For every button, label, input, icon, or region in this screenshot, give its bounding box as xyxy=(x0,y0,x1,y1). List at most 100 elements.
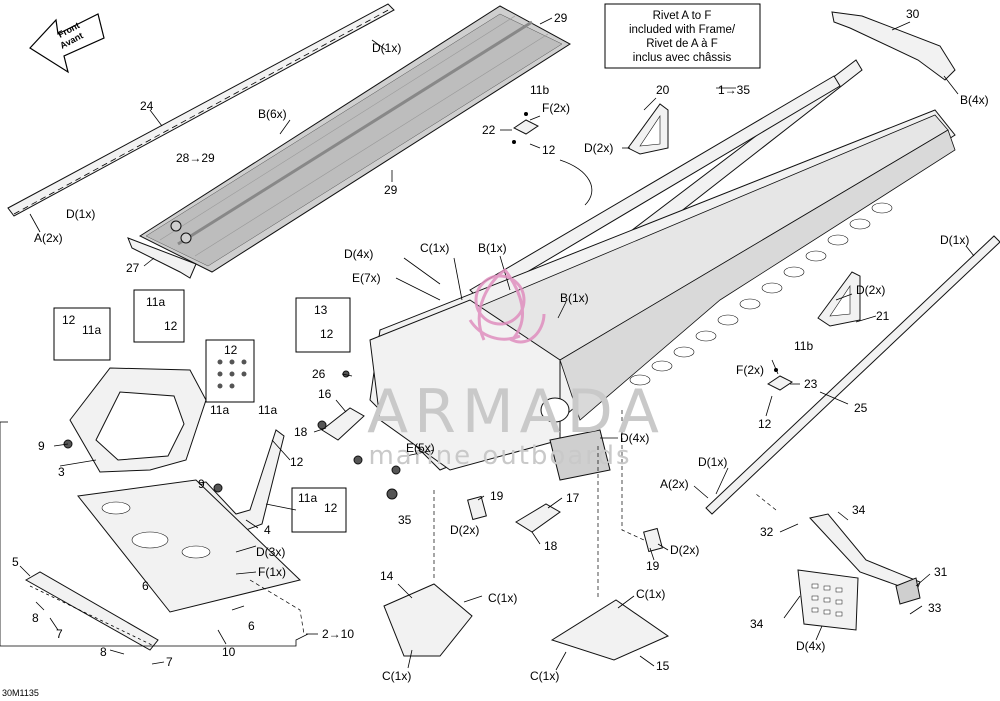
label-F2a: F(2x) xyxy=(542,101,570,115)
label-3: 3 xyxy=(58,465,65,479)
bracket-23 xyxy=(767,368,793,391)
label-23: 23 xyxy=(804,377,818,391)
label-27: 27 xyxy=(126,261,140,275)
label-12a: 12 xyxy=(542,143,556,157)
label-F1: F(1x) xyxy=(258,565,286,579)
label-35: 35 xyxy=(398,513,412,527)
label-D4b: D(4x) xyxy=(620,431,649,445)
label-8a: 8 xyxy=(32,611,39,625)
gusset-20 xyxy=(627,103,669,155)
label-18b: 18 xyxy=(544,539,558,553)
label-B6: B(6x) xyxy=(258,107,287,121)
rivet-note: Rivet A to F included with Frame/ Rivet … xyxy=(604,3,761,69)
label-14: 14 xyxy=(380,569,394,583)
label-19a: 19 xyxy=(490,489,504,503)
label-D4c: D(4x) xyxy=(796,639,825,653)
plate-19b xyxy=(643,527,663,553)
callout-labels: 29 D(1x) 24 B(6x) 28→29 29 D(1x) A(2x) 2… xyxy=(2,7,989,698)
label-7b: 7 xyxy=(166,655,173,669)
label-15: 15 xyxy=(656,659,670,673)
label-6b: 6 xyxy=(248,619,255,633)
label-11a-d: 11a xyxy=(258,403,277,417)
label-29b: 29 xyxy=(384,183,398,197)
rivet-note-line4: inclus avec châssis xyxy=(633,52,732,64)
label-12e: 12 xyxy=(224,343,238,357)
rear-suspension-brace xyxy=(797,513,921,631)
label-C1b: C(1x) xyxy=(488,591,517,605)
tunnel-lightening-holes xyxy=(629,202,893,386)
label-B4: B(4x) xyxy=(960,93,989,107)
label-20: 20 xyxy=(656,83,670,97)
rivet-note-line3: Rivet de A à F xyxy=(646,38,718,50)
label-29a: 29 xyxy=(554,11,568,25)
label-A2b: A(2x) xyxy=(660,477,689,491)
label-D3: D(3x) xyxy=(256,545,285,559)
label-D2b: D(2x) xyxy=(450,523,479,537)
label-26: 26 xyxy=(312,367,326,381)
label-18a: 18 xyxy=(294,425,308,439)
main-tunnel xyxy=(369,59,956,481)
label-5: 5 xyxy=(12,555,19,569)
label-31: 31 xyxy=(934,565,948,579)
label-12d: 12 xyxy=(320,327,334,341)
label-4: 4 xyxy=(264,523,271,537)
detail-box-12-11a-mid xyxy=(205,339,255,403)
label-E7: E(7x) xyxy=(352,271,381,285)
diagram-code: 30M1135 xyxy=(2,688,39,698)
tunnel-cover-panel xyxy=(138,5,571,273)
detail-box-13-12 xyxy=(295,297,351,353)
label-D1c: D(1x) xyxy=(940,233,969,247)
bracket-27 xyxy=(127,237,197,279)
label-D2a: D(2x) xyxy=(584,141,613,155)
label-19b: 19 xyxy=(646,559,660,573)
label-11b-a: 11b xyxy=(530,83,549,97)
detail-box-11a-12-right xyxy=(291,487,347,533)
label-B1b: B(1x) xyxy=(560,291,589,305)
label-22: 22 xyxy=(482,123,496,137)
label-2-10: 2→10 xyxy=(322,627,354,641)
label-D1a: D(1x) xyxy=(372,41,401,55)
label-33: 33 xyxy=(928,601,942,615)
label-11a-b: 11a xyxy=(82,323,101,337)
label-12b: 12 xyxy=(164,319,178,333)
label-30: 30 xyxy=(906,7,920,21)
label-10: 10 xyxy=(222,645,236,659)
callout-leaders xyxy=(0,17,975,671)
label-D2d: D(2x) xyxy=(856,283,885,297)
left-running-board-rail xyxy=(7,3,395,217)
label-1-35: 1→35 xyxy=(718,83,750,97)
label-28-29: 28→29 xyxy=(176,151,215,165)
bracket-30 xyxy=(831,11,956,81)
grommets xyxy=(63,370,401,500)
footrest-16 xyxy=(321,407,365,441)
label-34b: 34 xyxy=(750,617,764,631)
label-12h: 12 xyxy=(758,417,772,431)
label-B1a: B(1x) xyxy=(478,241,507,255)
right-running-board-rail xyxy=(705,235,1000,515)
label-13: 13 xyxy=(314,303,328,317)
label-6a: 6 xyxy=(142,579,149,593)
label-16: 16 xyxy=(318,387,332,401)
bracket-22 xyxy=(512,112,539,144)
label-D2c: D(2x) xyxy=(670,543,699,557)
label-A2a: A(2x) xyxy=(34,231,63,245)
label-F2b: F(2x) xyxy=(736,363,764,377)
watermark-brand: ARMADA xyxy=(367,377,665,447)
label-9a: 9 xyxy=(38,439,45,453)
rivet-note-line1: Rivet A to F xyxy=(653,10,712,22)
label-12g: 12 xyxy=(324,501,338,515)
label-12f: 12 xyxy=(290,455,304,469)
label-7a: 7 xyxy=(56,627,63,641)
label-D1d: D(1x) xyxy=(698,455,727,469)
label-D1b: D(1x) xyxy=(66,207,95,221)
skid-plate xyxy=(24,479,302,651)
front-frame-hoop-3 xyxy=(69,367,207,473)
footrest-17 xyxy=(515,503,561,533)
label-9b: 9 xyxy=(198,477,205,491)
label-25: 25 xyxy=(854,401,868,415)
watermark: ARMADA marine outboards xyxy=(367,267,665,471)
label-C1e: C(1x) xyxy=(530,669,559,683)
label-C1d: C(1x) xyxy=(636,587,665,601)
label-C1a: C(1x) xyxy=(420,241,449,255)
